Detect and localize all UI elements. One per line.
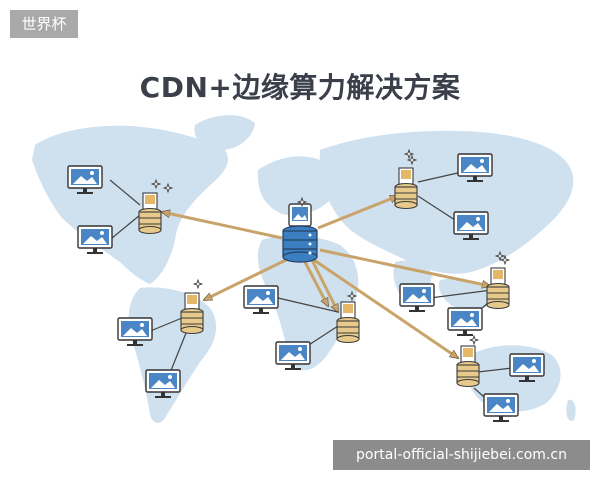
south-america-shape — [128, 287, 217, 423]
sparkle-icon — [192, 278, 204, 290]
link-to-north-america — [162, 212, 283, 240]
monitor-na-1 — [67, 165, 103, 194]
sparkle-icon — [296, 196, 308, 208]
monitor-na-2 — [77, 225, 113, 254]
watermark-url: portal-official-shijiebei.com.cn — [333, 440, 590, 470]
new-zealand-shape — [566, 399, 576, 421]
edge-south-america — [180, 292, 204, 335]
africa-shape — [257, 235, 359, 371]
wire-ase-1 — [429, 289, 493, 299]
sparkle-icon — [406, 154, 418, 166]
edge-asia-north — [394, 167, 418, 210]
north-america-shape — [32, 125, 229, 284]
sparkle-icon — [499, 254, 511, 266]
monitor-af-1 — [243, 285, 279, 314]
europe-shape — [257, 156, 336, 216]
monitor-asn-1 — [457, 153, 493, 182]
monitor-sa-2 — [145, 369, 181, 398]
wire-oc-1 — [477, 367, 513, 373]
monitor-ase-1 — [399, 283, 435, 312]
monitor-sa-1 — [117, 317, 153, 346]
greenland-shape — [194, 115, 255, 151]
asia-shape — [319, 130, 574, 274]
link-to-asia-east — [319, 248, 490, 286]
client-monitors — [67, 153, 545, 422]
sparkle-icon — [403, 148, 415, 160]
central-cdn-server — [282, 203, 318, 263]
sparkle-icon — [346, 290, 358, 302]
link-to-south-america — [204, 256, 291, 302]
edge-servers — [138, 167, 510, 388]
link-to-oceania — [313, 258, 458, 360]
edge-oceania — [456, 345, 480, 388]
diagram-title: CDN+边缘算力解决方案 — [139, 71, 461, 104]
monitor-oc-1 — [509, 353, 545, 382]
edge-asia-east — [486, 267, 510, 310]
monitor-oc-2 — [483, 393, 519, 422]
link-to-asia-north — [317, 194, 398, 230]
monitor-af-2 — [275, 341, 311, 370]
wire-na-2 — [111, 214, 141, 239]
edge-wires — [109, 171, 513, 405]
wire-na-1 — [109, 179, 141, 206]
wire-asn-2 — [417, 195, 459, 223]
wire-sa-1 — [147, 317, 183, 333]
edge-africa — [336, 301, 360, 344]
link-to-africa-1 — [303, 261, 330, 306]
category-badge: 世界杯 — [10, 10, 78, 38]
sparkle-icon — [468, 334, 480, 346]
sparkle-icon — [494, 250, 506, 262]
edge-north-america — [138, 192, 162, 235]
monitor-asn-2 — [453, 211, 489, 240]
sparkle-icons — [150, 148, 511, 346]
wire-af-1 — [277, 297, 339, 313]
cdn-links — [162, 194, 490, 360]
sparkle-icon — [162, 182, 174, 194]
link-to-africa-2 — [310, 259, 340, 312]
monitor-ase-2 — [447, 307, 483, 336]
sparkle-icon — [150, 178, 162, 190]
wire-asn-1 — [417, 171, 463, 183]
